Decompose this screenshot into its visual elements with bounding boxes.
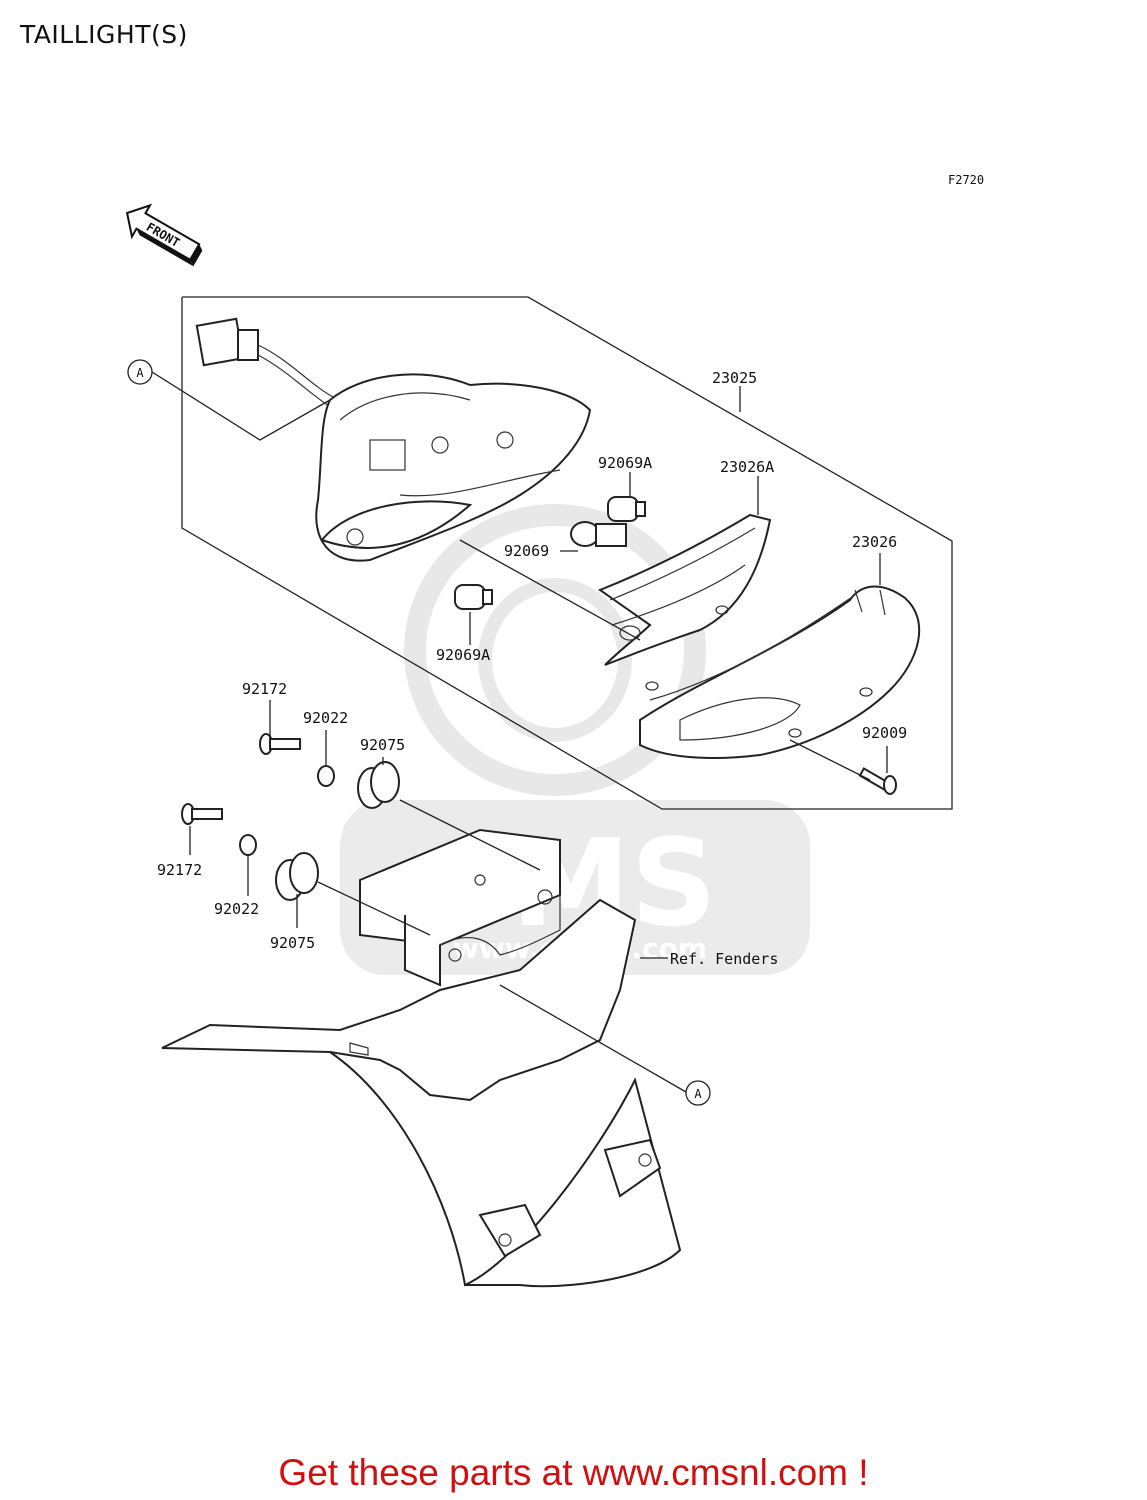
grommet-92075-top [357, 761, 400, 809]
screw-92009 [858, 767, 897, 795]
part-label-92172-bottom: 92172 [157, 861, 202, 879]
screw-92172-top [259, 733, 301, 755]
part-label-92075-bottom: 92075 [270, 934, 315, 952]
lens-23026a [597, 513, 772, 666]
part-label-92009: 92009 [862, 724, 907, 742]
mounting-bracket [359, 828, 561, 998]
part-label-92069a-top: 92069A [598, 454, 652, 472]
part-label-92069a-bottom: 92069A [436, 646, 490, 664]
assembly-outline [181, 296, 953, 810]
front-direction-arrow: FRONT [125, 203, 203, 267]
taillight-housing [195, 317, 592, 562]
ref-fenders-label: Ref. Fenders [670, 950, 778, 968]
part-label-92075-top: 92075 [360, 736, 405, 754]
part-label-23026: 23026 [852, 533, 897, 551]
rear-fender [161, 898, 682, 1288]
svg-text:A: A [694, 1087, 702, 1101]
washer-92022-top [317, 765, 335, 787]
figure-code: F2720 [948, 173, 984, 187]
part-label-92069: 92069 [504, 542, 549, 560]
washer-92022-bottom [239, 834, 257, 856]
footer-cta[interactable]: Get these parts at www.cmsnl.com ! [278, 1452, 869, 1493]
taillight-exploded-diagram: CMS www.cmsnl.com F2720 FRONT [125, 173, 984, 1288]
ref-marker-a-bottom: A [685, 1080, 711, 1106]
bulb-92069a-top [607, 496, 646, 522]
screw-92172-bottom [181, 803, 223, 825]
diagram-title: TAILLIGHT(S) [20, 20, 188, 49]
grommet-92075-bottom [275, 852, 319, 901]
leader-lines [151, 371, 888, 1093]
part-label-92022-bottom: 92022 [214, 900, 259, 918]
part-label-92022-top: 92022 [303, 709, 348, 727]
part-label-23026a: 23026A [720, 458, 774, 476]
part-label-92172-top: 92172 [242, 680, 287, 698]
svg-text:A: A [136, 366, 144, 380]
lens-23026 [639, 585, 921, 759]
part-label-23025: 23025 [712, 369, 757, 387]
ref-marker-a-top: A [127, 359, 153, 385]
bulb-92069 [570, 521, 627, 547]
bulb-92069a-bottom [454, 584, 493, 610]
